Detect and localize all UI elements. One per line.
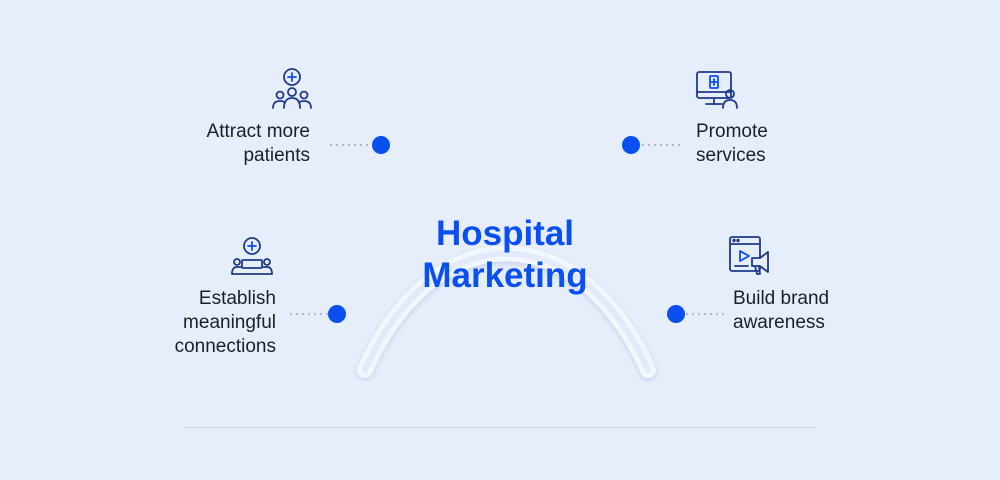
node-promote [622, 136, 640, 154]
video-megaphone-icon [729, 236, 769, 275]
label-establish-line-1: Establish [198, 288, 276, 309]
label-promote: Promote services [696, 120, 846, 168]
label-establish: Establish meaningful connections [120, 287, 276, 359]
label-brand-line-1: Build brand [733, 288, 830, 309]
label-attract-line-1: Attract more [206, 121, 310, 142]
arc-track-inner [362, 250, 651, 373]
title-line-2: Marketing [422, 256, 588, 295]
label-brand: Build brand awareness [733, 287, 883, 335]
label-promote-line-1: Promote [696, 121, 768, 142]
bottom-divider [185, 427, 815, 428]
medical-group-icon [272, 68, 312, 109]
label-attract-line-2: patients [243, 145, 310, 166]
node-brand [667, 305, 685, 323]
label-establish-line-2: meaningful [183, 312, 276, 333]
label-establish-line-3: connections [174, 336, 276, 357]
label-attract: Attract more patients [160, 120, 310, 168]
doctor-consult-icon [231, 237, 273, 275]
telemedicine-monitor-icon [696, 71, 738, 109]
title-line-1: Hospital [435, 214, 575, 253]
label-brand-line-2: awareness [733, 312, 825, 333]
label-promote-line-2: services [696, 145, 766, 166]
node-attract [372, 136, 390, 154]
node-establish [328, 305, 346, 323]
